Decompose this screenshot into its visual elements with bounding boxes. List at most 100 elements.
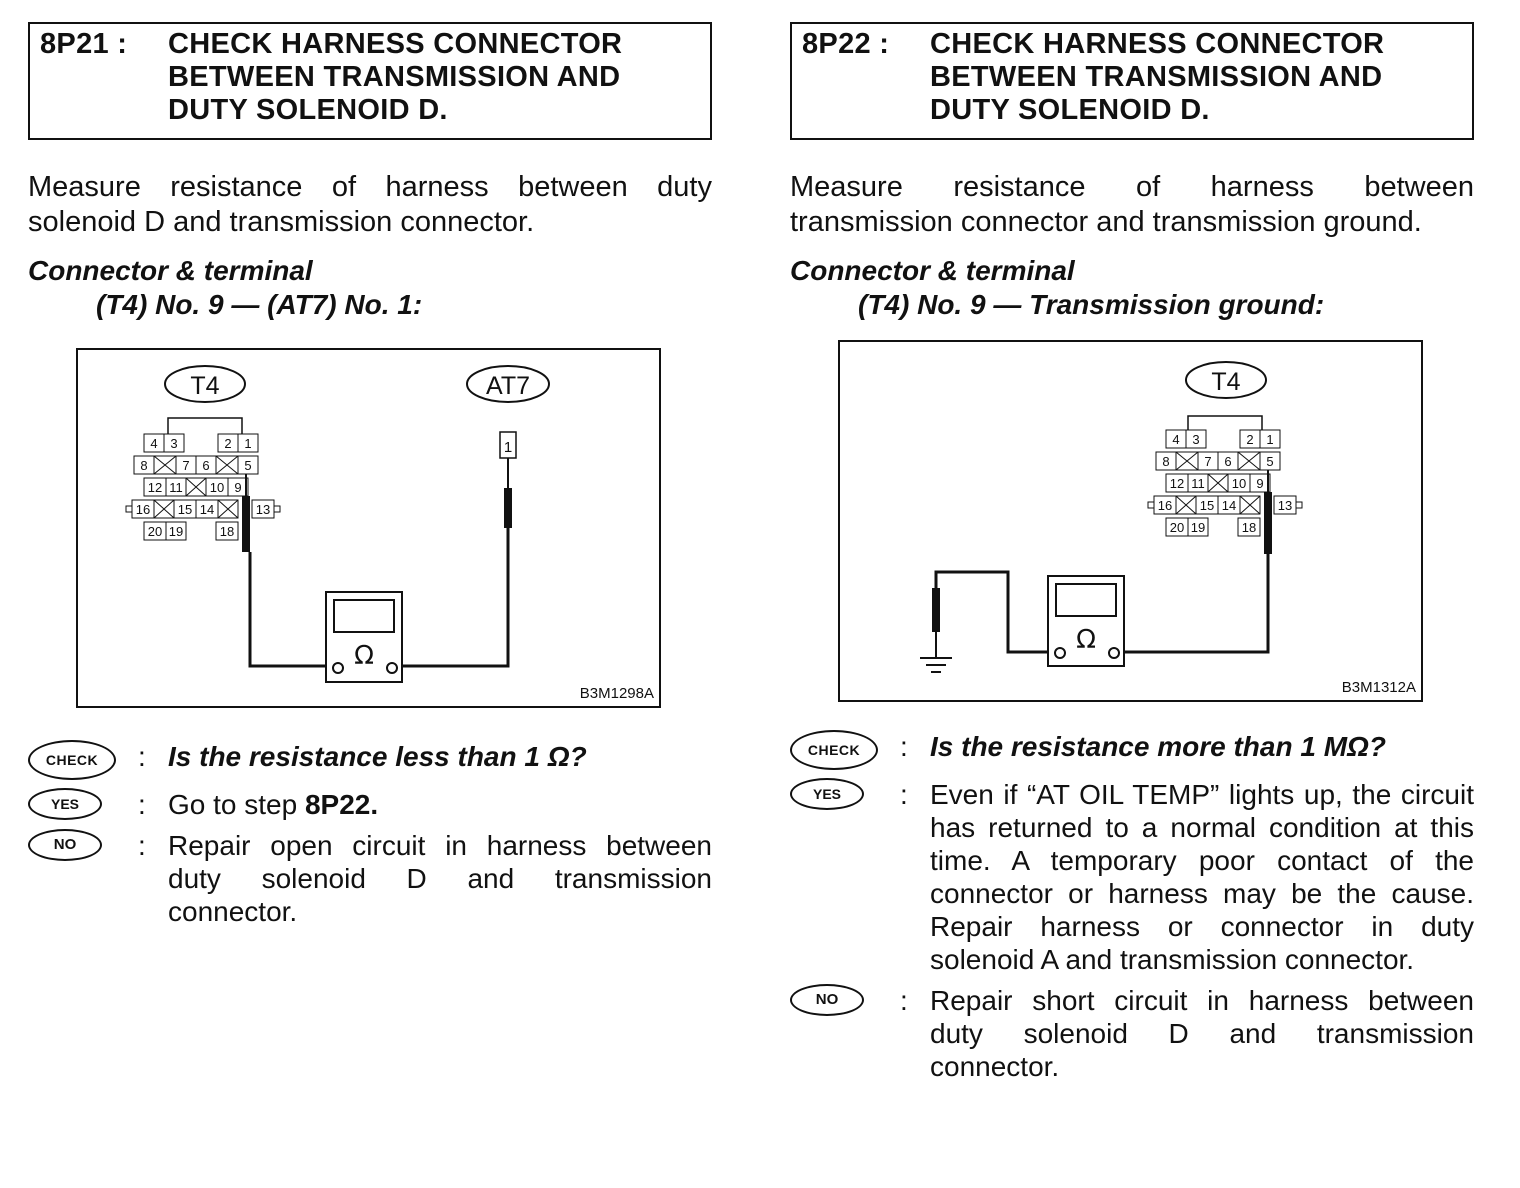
pin-label: 16 [1158,498,1172,513]
colon: : [138,789,146,820]
pin-label: 16 [136,502,150,517]
t4-latch [167,417,243,434]
measurement-diagram: T4 4 3 2 1 8 7 6 5 12 11 10 9 16 15 14 1… [838,340,1423,702]
pin-label: 6 [202,458,209,473]
pin-label: 11 [1191,476,1205,491]
yes-action-text: Go to step [168,789,305,820]
pin-label: 3 [170,436,177,451]
pin-label: 2 [224,436,231,451]
colon: : [138,830,146,861]
step-id: 8P21 : [40,28,128,60]
step-title: CHECK HARNESS CONNECTOR BETWEEN TRANSMIS… [168,28,623,126]
no-action: Repair short circuit in harness between … [930,985,1474,1082]
test-lead [934,570,1050,654]
pin-label: 14 [200,502,214,517]
pin-label: 10 [1232,476,1246,491]
pin-label: 15 [1200,498,1214,513]
step-title: CHECK HARNESS CONNECTOR BETWEEN TRANSMIS… [930,28,1385,126]
ohm-symbol: Ω [354,641,374,671]
pin-label: 2 [1246,432,1253,447]
step-header-box: 8P21 : CHECK HARNESS CONNECTOR BETWEEN T… [28,22,712,140]
pin-label: 1 [244,436,251,451]
check-badge: CHECK [28,740,116,780]
check-badge: CHECK [790,730,878,770]
step-8p21-section: 8P21 : CHECK HARNESS CONNECTOR BETWEEN T… [28,22,712,927]
test-lead [1122,554,1270,654]
pin-label: 14 [1222,498,1236,513]
probe-tip [932,588,940,632]
ohmmeter: Ω [1047,575,1125,667]
pin-label: 8 [140,458,147,473]
measurement-diagram: T4 4 3 2 1 8 7 6 5 12 11 10 9 16 15 14 1… [76,348,661,708]
connector-terminal-label: Connector & terminal [790,255,1075,286]
yes-action: Even if “AT OIL TEMP” lights up, the cir… [930,779,1474,975]
colon: : [138,741,146,772]
pin-label: 3 [1192,432,1199,447]
check-result-block: CHECK : Is the resistance less than 1 Ω?… [28,740,712,928]
t4-latch [1187,415,1263,430]
step-8p22-section: 8P22 : CHECK HARNESS CONNECTOR BETWEEN T… [790,22,1474,1082]
check-row: CHECK : Is the resistance less than 1 Ω? [28,740,712,780]
pin-label: 19 [169,524,183,539]
goto-step-link[interactable]: 8P22. [304,789,379,820]
no-badge: NO [28,829,102,861]
step-header-box: 8P22 : CHECK HARNESS CONNECTOR BETWEEN T… [790,22,1474,140]
probe-tip [1264,492,1272,554]
colon: : [900,779,908,810]
pin-label: 20 [148,524,162,539]
pin-label: 1 [1266,432,1273,447]
pin-label: 7 [1204,454,1211,469]
check-row: CHECK : Is the resistance more than 1 MΩ… [790,730,1474,770]
t4-label: T4 [1211,368,1240,396]
pin-label: 20 [1170,520,1184,535]
pin-label: 5 [1266,454,1273,469]
pin-label: 12 [1170,476,1184,491]
connector-terminal-value: (T4) No. 9 — Transmission ground: [858,289,1325,320]
yes-action: Go to step 8P22. [168,788,712,821]
probe-tip [504,488,512,528]
t4-label: T4 [190,372,219,400]
pin-label: 6 [1224,454,1231,469]
figure-code: B3M1298A [580,685,654,702]
figure-code: B3M1312A [1342,679,1416,696]
yes-row: YES : Even if “AT OIL TEMP” lights up, t… [790,778,1474,976]
ohmmeter: Ω [325,591,403,683]
yes-badge: YES [790,778,864,810]
colon: : [900,985,908,1016]
pin-label: 18 [220,524,234,539]
test-lead [396,528,510,668]
at7-label: AT7 [486,372,530,400]
probe-tip [242,496,250,552]
at7-label-oval [466,365,550,403]
pin-label: 10 [210,480,224,495]
ohm-symbol: Ω [1076,625,1096,655]
pin-label: 9 [234,480,241,495]
no-row: NO : Repair short circuit in harness bet… [790,984,1474,1083]
no-badge: NO [790,984,864,1016]
pin-label: 15 [178,502,192,517]
pin-label: 9 [1256,476,1263,491]
ground-icon [920,632,952,673]
pin-label: 4 [150,436,157,451]
connector-terminal-value: (T4) No. 9 — (AT7) No. 1: [96,289,423,320]
colon: : [900,731,908,762]
check-result-block: CHECK : Is the resistance more than 1 MΩ… [790,730,1474,1083]
pin-label: 7 [182,458,189,473]
yes-badge: YES [28,788,102,820]
pin-label: 18 [1242,520,1256,535]
no-row: NO : Repair open circuit in harness betw… [28,829,712,928]
pin-label: 12 [148,480,162,495]
pin-label: 13 [256,502,270,517]
test-lead [248,552,326,668]
pin-label: 5 [244,458,251,473]
yes-row: YES : Go to step 8P22. [28,788,712,821]
diagram-frame [838,340,1423,702]
t4-connector-face: 4 3 2 1 8 7 6 5 12 11 10 9 16 15 14 13 2… [1147,429,1303,554]
connector-terminal-label: Connector & terminal [28,255,313,286]
at7-pin-label: 1 [504,439,512,456]
pin-label: 11 [169,480,183,495]
check-question: Is the resistance less than 1 Ω? [168,741,587,772]
step-description: Measure resistance of harness between tr… [790,171,1474,238]
step-id: 8P22 : [802,28,890,60]
t4-label-oval [1185,361,1267,399]
